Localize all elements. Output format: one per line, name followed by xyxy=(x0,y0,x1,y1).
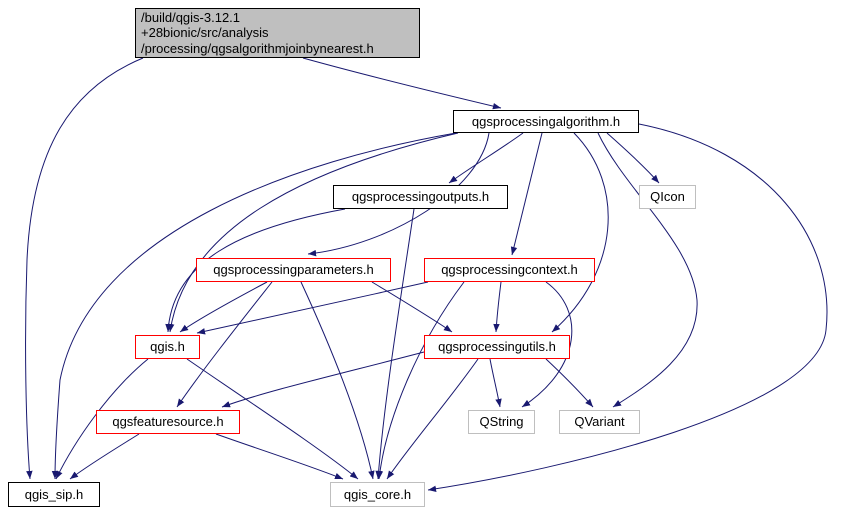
node-qgsprocessingutils_h[interactable]: qgsprocessingutils.h xyxy=(424,335,570,359)
edge-qgsprocessingutils_h-to-qgis_core_h xyxy=(386,358,479,480)
node-label: /processing/qgsalgorithmjoinbynearest.h xyxy=(141,40,374,56)
edge-qgsfeaturesource_h-to-qgis_core_h xyxy=(215,433,344,480)
node-qgsprocessingcontext_h[interactable]: qgsprocessingcontext.h xyxy=(424,258,595,282)
node-label: qgsprocessingparameters.h xyxy=(213,262,374,278)
node-qstring: QString xyxy=(468,410,535,434)
node-qgis_h[interactable]: qgis.h xyxy=(135,335,200,359)
node-label: +28bionic/src/analysis xyxy=(141,25,269,41)
edge-qgsprocessingutils_h-to-qgsfeaturesource_h xyxy=(221,351,425,408)
node-qgis_core_h: qgis_core.h xyxy=(330,482,425,507)
node-label: QString xyxy=(479,414,524,430)
node-label: qgis_core.h xyxy=(343,486,412,502)
node-qgsfeaturesource_h[interactable]: qgsfeaturesource.h xyxy=(96,410,240,434)
node-label: qgis.h xyxy=(150,339,185,355)
edge-main-to-qgis_sip_h xyxy=(25,57,144,480)
node-label: qgsfeaturesource.h xyxy=(112,414,224,430)
edge-main-to-qgsprocessingalgorithm_h xyxy=(302,57,502,110)
node-label: qgsprocessingalgorithm.h xyxy=(471,113,621,129)
node-qvariant: QVariant xyxy=(559,410,640,434)
edge-qgsprocessingparameters_h-to-qgsprocessingutils_h xyxy=(371,281,453,333)
edge-qgsprocessingcontext_h-to-qgis_core_h xyxy=(376,281,465,480)
node-qgsprocessingalgorithm_h[interactable]: qgsprocessingalgorithm.h xyxy=(453,110,639,133)
node-qgsprocessingparameters_h[interactable]: qgsprocessingparameters.h xyxy=(196,258,391,282)
edge-qgsprocessingalgorithm_h-to-qgsprocessingutils_h xyxy=(551,132,609,333)
node-label: QIcon xyxy=(650,189,685,205)
node-label: qgis_sip.h xyxy=(24,486,84,502)
edge-qgsprocessingalgorithm_h-to-qgis_core_h xyxy=(427,123,828,492)
edge-qgsfeaturesource_h-to-qgis_sip_h xyxy=(69,433,140,480)
edge-qgsprocessingalgorithm_h-to-qgsprocessingcontext_h xyxy=(510,132,543,256)
edge-qgsprocessingutils_h-to-qvariant xyxy=(545,358,594,408)
edge-qgsprocessingcontext_h-to-qgis_h xyxy=(196,281,429,335)
node-qgis_sip_h[interactable]: qgis_sip.h xyxy=(8,482,100,507)
node-label: QVariant xyxy=(574,414,625,430)
edges-group xyxy=(25,57,828,492)
node-label: qgsprocessingcontext.h xyxy=(441,262,578,278)
node-label: qgsprocessingoutputs.h xyxy=(351,189,490,205)
edge-qgsprocessingparameters_h-to-qgis_h xyxy=(179,281,268,333)
edge-qgsprocessingoutputs_h-to-qgis_core_h xyxy=(375,208,415,480)
edge-qgsprocessingalgorithm_h-to-qgsprocessingoutputs_h xyxy=(448,132,524,184)
edge-qgsprocessingcontext_h-to-qstring xyxy=(521,281,573,408)
node-label: qgsprocessingutils.h xyxy=(438,339,556,355)
edge-qgsprocessingparameters_h-to-qgis_core_h xyxy=(300,281,375,480)
edge-qgsprocessingalgorithm_h-to-qvariant xyxy=(597,132,698,408)
edge-qgsprocessingalgorithm_h-to-qgis_sip_h xyxy=(51,132,457,480)
edge-qgsprocessingoutputs_h-to-qgis_h xyxy=(165,208,346,333)
edge-qgsprocessingalgorithm_h-to-qicon xyxy=(606,132,660,184)
edge-qgsprocessingalgorithm_h-to-qgis_h xyxy=(167,132,459,333)
node-qgsprocessingoutputs_h[interactable]: qgsprocessingoutputs.h xyxy=(333,185,508,209)
edge-qgsprocessingutils_h-to-qstring xyxy=(489,358,502,408)
node-main: /build/qgis-3.12.1+28bionic/src/analysis… xyxy=(135,8,420,58)
edge-qgsprocessingparameters_h-to-qgsfeaturesource_h xyxy=(176,281,273,408)
node-label: /build/qgis-3.12.1 xyxy=(141,10,241,25)
edge-qgis_h-to-qgis_core_h xyxy=(186,358,359,480)
edge-qgsprocessingcontext_h-to-qgsprocessingutils_h xyxy=(493,281,502,333)
node-qicon: QIcon xyxy=(639,185,696,209)
edge-qgsprocessingalgorithm_h-to-qgsprocessingparameters_h xyxy=(307,132,490,257)
edge-qgis_h-to-qgis_sip_h xyxy=(55,358,149,480)
